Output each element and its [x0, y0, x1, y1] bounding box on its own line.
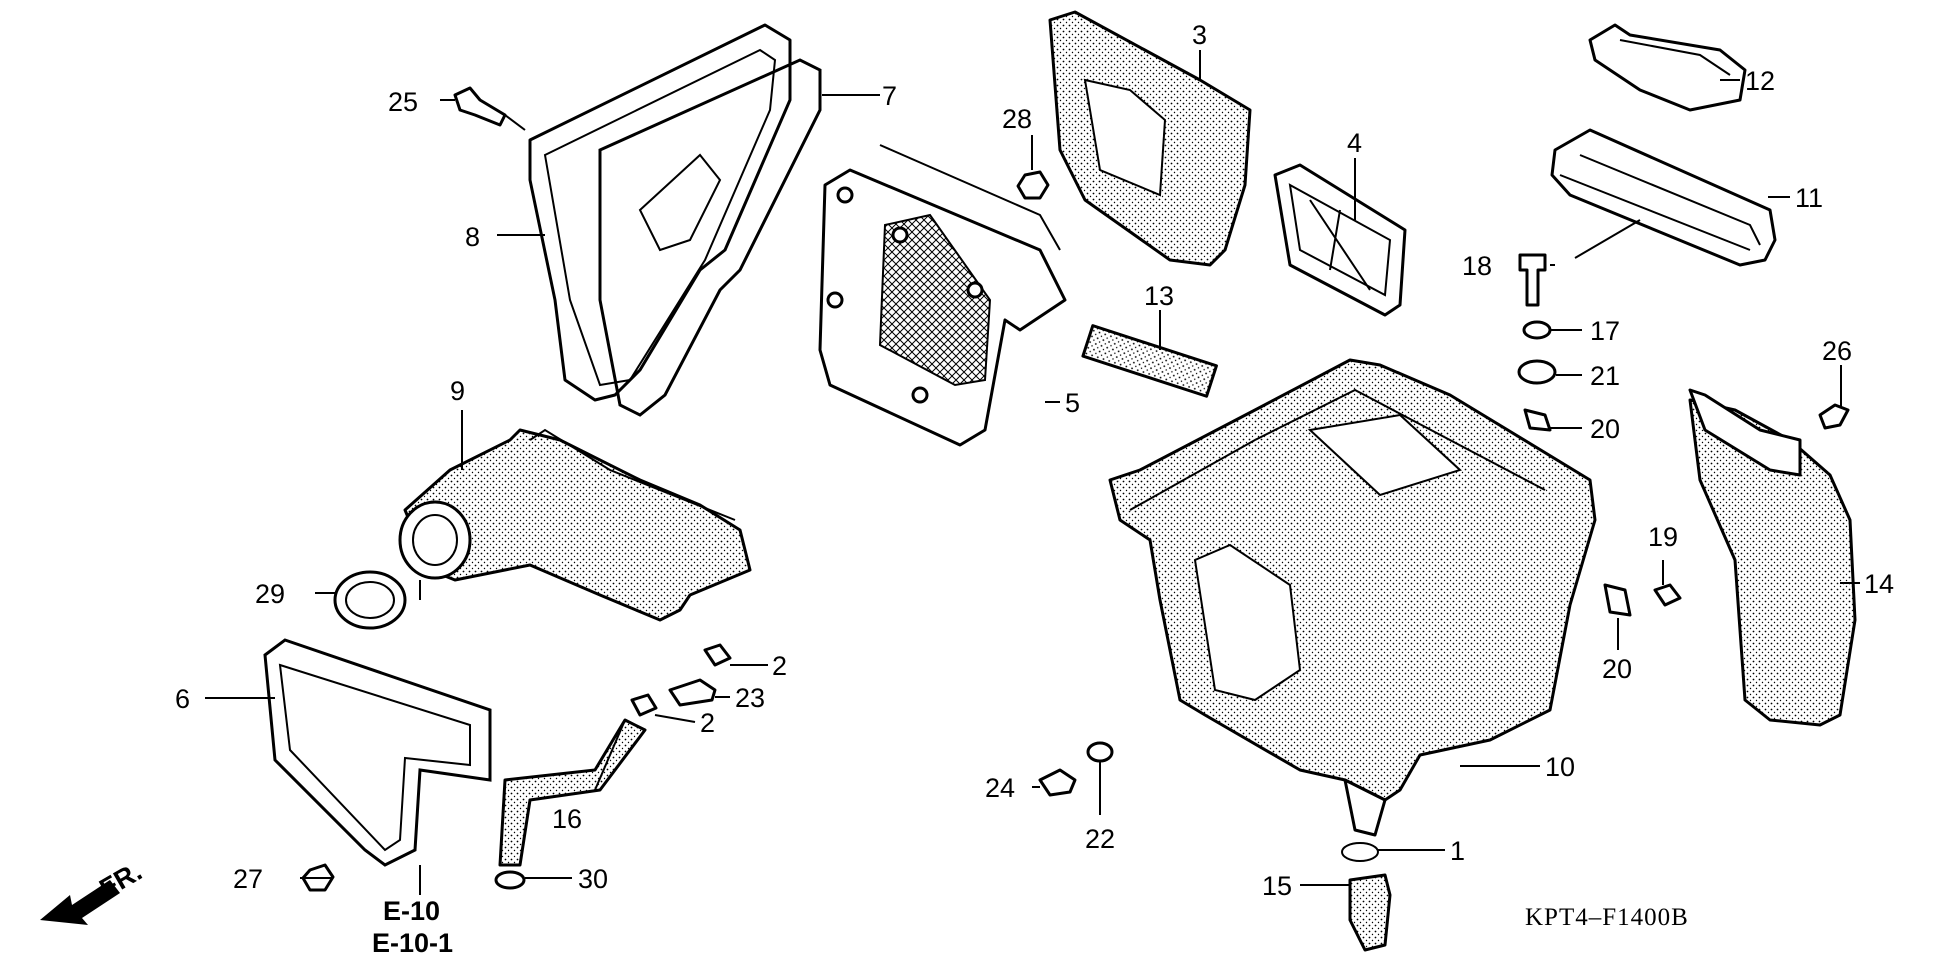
part-label-24: 24: [985, 773, 1015, 803]
part-label-22: 22: [1085, 824, 1115, 854]
reference-labels: E-10 E-10-1: [372, 896, 453, 958]
part-label-23: 23: [735, 683, 765, 713]
part-label-13: 13: [1144, 281, 1174, 311]
part-label-20-upper: 20: [1590, 414, 1620, 444]
bolt-part-18: [1518, 253, 1547, 307]
clip-part-2-lower: [630, 693, 658, 717]
part-label-10: 10: [1545, 752, 1575, 782]
drain-tube-part-16: [498, 718, 647, 867]
clip-part-20-upper: [1523, 408, 1552, 432]
bolt-part-23: [668, 678, 717, 707]
reference-e-10-1: E-10-1: [372, 928, 453, 958]
part-label-14: 14: [1864, 569, 1894, 599]
air-cleaner-case-part-10: [1108, 358, 1597, 837]
part-label-6: 6: [175, 684, 190, 714]
bolt-part-24: [1038, 768, 1077, 797]
part-label-21: 21: [1590, 361, 1620, 391]
element-frame-part-4: [1273, 163, 1407, 317]
cover-part-8: [528, 23, 792, 402]
part-label-29: 29: [255, 579, 285, 609]
part-label-25: 25: [388, 87, 418, 117]
part-label-15: 15: [1262, 871, 1292, 901]
part-label-11: 11: [1795, 183, 1823, 213]
part-label-4: 4: [1347, 128, 1362, 158]
gasket-part-7: [598, 58, 822, 417]
diagram-code: KPT4–F1400B: [1525, 904, 1689, 931]
part-label-2-lower: 2: [700, 708, 715, 738]
part-label-5: 5: [1065, 388, 1080, 418]
part-label-9: 9: [450, 376, 465, 406]
part-label-7: 7: [882, 81, 897, 111]
part-label-27: 27: [233, 864, 263, 894]
leader-lines: [205, 50, 1860, 895]
clip-part-2-upper: [703, 643, 732, 667]
part-label-19: 19: [1648, 522, 1678, 552]
clip-part-30: [494, 870, 526, 890]
part-label-20-lower: 20: [1602, 654, 1632, 684]
fastener-part-25: [453, 86, 507, 127]
intake-tube-part-9: [398, 428, 752, 622]
grommet-part-21: [1517, 359, 1557, 385]
collar-part-17: [1522, 320, 1552, 340]
part-label-18: 18: [1462, 251, 1492, 281]
filter-element-part-3: [1048, 10, 1252, 267]
oring-part-1: [1341, 842, 1379, 862]
gasket-part-6: [263, 638, 492, 867]
part-label-17: 17: [1590, 316, 1620, 346]
side-cover-part-14: [1688, 388, 1857, 727]
part-label-30: 30: [578, 864, 608, 894]
washer-part-22: [1086, 741, 1114, 763]
part-label-2-upper: 2: [772, 651, 787, 681]
nut-part-28: [1016, 170, 1050, 200]
clip-part-20-lower: [1603, 583, 1632, 617]
part-label-8: 8: [465, 222, 480, 252]
cover-part-12: [1588, 23, 1747, 112]
part-numbers: 25 7 8 28 3 4 13 12 11 18 17 21 20 26 5 …: [175, 20, 1894, 901]
clamp-part-29: [333, 570, 407, 630]
part-label-26: 26: [1822, 336, 1852, 366]
part-label-16: 16: [552, 804, 582, 834]
bolt-part-26: [1818, 403, 1850, 430]
part-label-1: 1: [1450, 836, 1465, 866]
element-holder-part-5: [818, 144, 1067, 447]
plug-part-15: [1348, 873, 1392, 952]
bolt-part-19: [1653, 583, 1682, 607]
duct-part-11: [1550, 128, 1777, 267]
front-direction-arrow-icon: [40, 880, 120, 925]
part-label-12: 12: [1745, 66, 1775, 96]
reference-e-10: E-10: [383, 896, 440, 926]
part-label-3: 3: [1192, 20, 1207, 50]
part-label-28: 28: [1002, 104, 1032, 134]
